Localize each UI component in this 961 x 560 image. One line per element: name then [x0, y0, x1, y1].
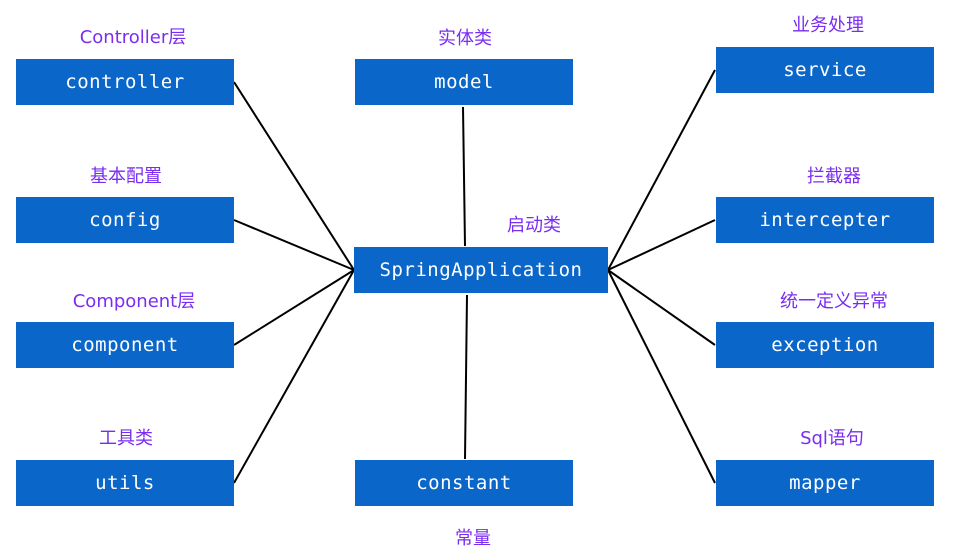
connector-exception — [607, 269, 716, 346]
spring-application-box: SpringApplication — [354, 247, 608, 293]
exception-box: exception — [716, 322, 934, 368]
intercepter-caption: 拦截器 — [807, 166, 861, 187]
mapper-caption: Sql语句 — [800, 428, 864, 449]
model-caption: 实体类 — [438, 28, 492, 49]
service-caption: 业务处理 — [792, 15, 864, 36]
constant-caption: 常量 — [455, 528, 491, 549]
controller-box: controller — [16, 59, 234, 105]
connector-intercepter — [607, 219, 716, 271]
mapper-box: mapper — [716, 460, 934, 506]
utils-box: utils — [16, 460, 234, 506]
connector-model — [462, 106, 466, 247]
center-caption: 启动类 — [507, 215, 561, 236]
intercepter-box: intercepter — [716, 197, 934, 243]
exception-caption: 统一定义异常 — [780, 291, 888, 312]
config-caption: 基本配置 — [90, 166, 162, 187]
component-caption: Component层 — [72, 291, 196, 312]
connector-utils — [233, 269, 355, 484]
connector-config — [233, 219, 355, 271]
connector-service — [607, 69, 716, 271]
config-box: config — [16, 197, 234, 243]
connector-component — [233, 269, 355, 346]
service-box: service — [716, 47, 934, 93]
constant-box: constant — [355, 460, 573, 506]
controller-caption: Controller层 — [79, 27, 187, 48]
connector-mapper — [607, 269, 716, 484]
model-box: model — [355, 59, 573, 105]
utils-caption: 工具类 — [99, 428, 153, 449]
connector-constant — [464, 294, 468, 460]
component-box: component — [16, 322, 234, 368]
connector-controller — [233, 81, 355, 271]
